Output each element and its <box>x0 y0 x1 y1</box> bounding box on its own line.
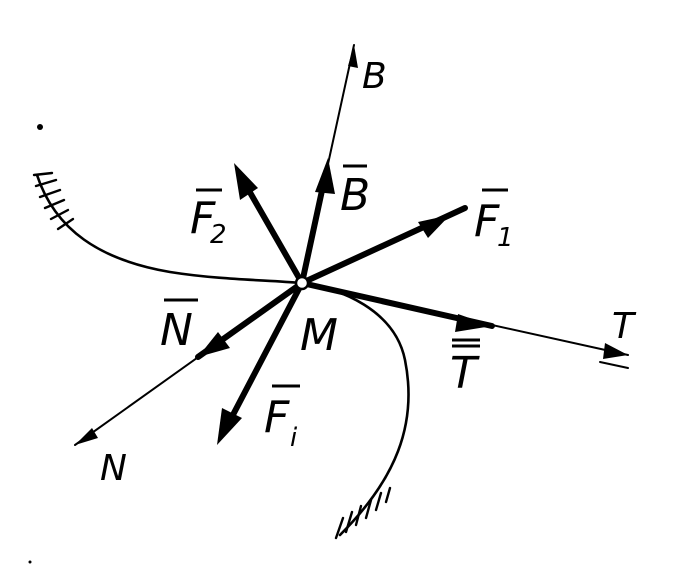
label-vector-f2-main: F <box>190 193 216 244</box>
stray-dot <box>37 124 43 130</box>
vector-f2-arrowhead <box>234 163 258 200</box>
axis-t-arrowhead <box>603 343 628 359</box>
label-vector-b-text: B <box>340 170 370 221</box>
axis-n-arrowhead <box>75 428 98 445</box>
label-vector-f2: F 2 <box>190 188 227 250</box>
vector-b-arrowhead <box>315 158 335 194</box>
label-vector-f1: F 1 <box>474 188 514 253</box>
label-vector-f1-main: F <box>474 196 500 247</box>
vector-b <box>299 158 335 286</box>
label-vector-fi: F i <box>264 384 300 453</box>
label-vector-n: N <box>160 298 198 356</box>
label-vector-fi-main: F <box>264 392 290 443</box>
vector-f1-arrowhead <box>418 215 450 238</box>
vector-f2 <box>234 163 305 286</box>
label-vector-b: B <box>340 164 370 221</box>
label-vector-t: T <box>450 338 480 399</box>
vector-fi <box>217 280 305 445</box>
label-vector-f2-sub: 2 <box>210 220 227 250</box>
vector-n-arrowhead <box>198 332 230 357</box>
label-vector-n-text: N <box>160 305 193 356</box>
label-axis-t: T <box>612 306 637 347</box>
axis-b-arrowhead <box>348 45 358 68</box>
upper-left-surface <box>32 171 302 285</box>
label-vector-fi-sub: i <box>290 423 298 453</box>
vector-t-arrowhead <box>455 314 492 332</box>
vector-fi-arrowhead <box>217 408 242 445</box>
vector-t <box>299 280 495 332</box>
vector-f1 <box>299 205 468 286</box>
label-vector-f1-sub: 1 <box>497 223 514 253</box>
point-m-marker <box>294 275 310 291</box>
vector-n <box>195 280 305 360</box>
label-m: M <box>300 310 338 361</box>
label-vector-t-text: T <box>450 348 480 399</box>
stray-dot <box>28 560 32 564</box>
label-axis-b: B <box>362 56 387 97</box>
label-axis-n: N <box>100 448 127 489</box>
